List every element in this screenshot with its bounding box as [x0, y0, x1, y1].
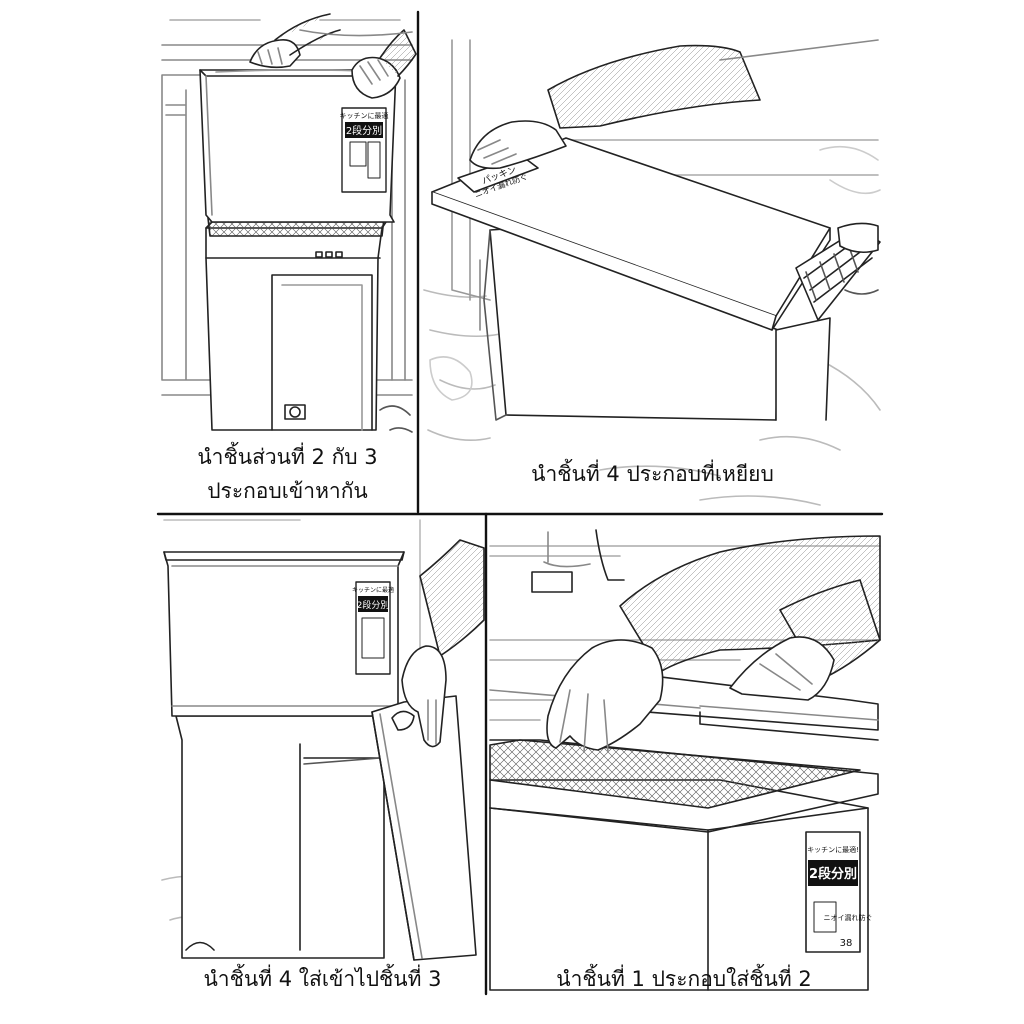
- caption-step-4-attach: นำชิ้นที่ 4 ประกอบที่เหยียบ: [425, 457, 880, 491]
- caption-step-1-into-2: นำชิ้นที่ 1 ประกอบใส่ชิ้นที่ 2: [488, 962, 880, 996]
- label-text: キッチンに最適: [352, 586, 394, 594]
- label-title: 2段分別: [346, 124, 382, 137]
- panel-4-illustration: キッチンに最適! 2段分別 ニオイ漏れ防ぐ 38: [489, 529, 881, 991]
- caption-line: นำชิ้นส่วนที่ 2 กับ 3: [197, 445, 378, 469]
- caption-step-4-into-3: นำชิ้นที่ 4 ใส่เข้าไปชิ้นที่ 3: [160, 962, 485, 996]
- caption-line: นำชิ้นที่ 4 ใส่เข้าไปชิ้นที่ 3: [203, 967, 442, 991]
- bin-label-title: 2段分別: [809, 866, 857, 882]
- bin-label-capacity: 38: [840, 938, 853, 949]
- panel-2-illustration: パッキン ニオイ漏れ防ぐ: [423, 39, 881, 506]
- bin-label-tagline: キッチンに最適!: [807, 845, 859, 854]
- caption-line: นำชิ้นที่ 1 ประกอบใส่ชิ้นที่ 2: [556, 967, 812, 991]
- caption-step-2-3: นำชิ้นส่วนที่ 2 กับ 3 ประกอบเข้าหากัน: [160, 440, 415, 508]
- panel-1-illustration: キッチンに最適 2段分別: [161, 13, 417, 433]
- panel-3-illustration: キッチンに最適 2段分別: [161, 519, 485, 961]
- bin-label-note: ニオイ漏れ防ぐ: [824, 913, 873, 922]
- caption-line: นำชิ้นที่ 4 ประกอบที่เหยียบ: [531, 462, 774, 486]
- label-text: キッチンに最適: [340, 111, 389, 120]
- panel-borders: [156, 10, 884, 996]
- label-title: 2段分別: [357, 599, 390, 611]
- caption-line: ประกอบเข้าหากัน: [207, 479, 368, 503]
